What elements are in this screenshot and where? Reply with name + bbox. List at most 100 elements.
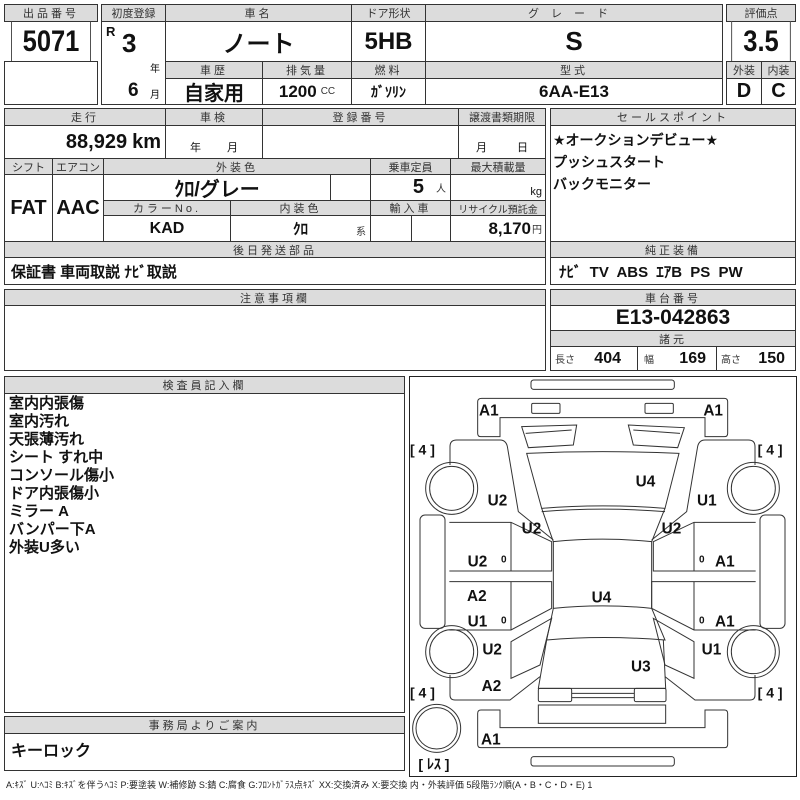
tire-rear-right: [ 4 ] [758, 685, 783, 701]
wheel-front-right [726, 461, 780, 515]
tire-front-right: [ 4 ] [758, 441, 783, 457]
month-unit: 月 [227, 142, 238, 154]
color-no-label: カラーNo. [103, 200, 231, 216]
cc-unit: CC [320, 86, 336, 97]
mileage-label: 走行 [4, 108, 166, 126]
km-unit: km [132, 130, 161, 153]
front-bumper-bar [530, 379, 675, 390]
later-parts: 保証書 車両取説 ﾅﾋﾞ取説 [4, 257, 546, 285]
mark-hood: U4 [636, 474, 656, 491]
rear-window [546, 608, 666, 641]
inspector-note: コンソール傷小 [9, 467, 115, 484]
fuel: ｶﾞｿﾘﾝ [351, 78, 426, 105]
ext-grade-label: 外装 [726, 61, 762, 79]
wheel-rear-right [726, 625, 780, 679]
transfer-label: 譲渡書類期限 [458, 108, 546, 126]
inspector-label: 検査員記入欄 [4, 376, 405, 394]
inspector-note: 天張薄汚れ [9, 431, 85, 448]
grade-label: グレード [425, 4, 723, 22]
import-label: 輸入車 [370, 200, 451, 216]
sales-points: ★オークションデビュー★ プッシュスタート バックモニター [550, 125, 796, 242]
door-rear-right [651, 581, 756, 631]
rear-panel [537, 704, 667, 724]
color-no: KAD [103, 215, 231, 242]
tire-spare: [ ﾚｽ ] [418, 756, 449, 772]
length-value: 404 [594, 349, 621, 367]
notes-label: 注意事項欄 [4, 289, 546, 306]
int-color-label: 内装色 [230, 200, 371, 216]
mileage-value: 88,929 [65, 130, 128, 153]
recycle-value: 8,170 [488, 218, 531, 238]
mark-mirror-right: 0 [699, 554, 705, 565]
reg-year: 3 [122, 28, 137, 58]
reg-no [262, 125, 459, 159]
transfer-date: 月日 [458, 125, 546, 159]
mark-handle-left: 0 [501, 615, 507, 626]
rear-garnish [571, 692, 635, 699]
mark-door-fl: U2 [468, 554, 488, 571]
day-unit: 日 [517, 142, 528, 154]
sales-points-label: セールスポイント [550, 108, 796, 126]
hood-panel [526, 451, 680, 509]
door-label: ドア形状 [351, 4, 426, 22]
mark-door-rl-a: A2 [467, 588, 487, 605]
year-unit: 年 [150, 64, 160, 75]
import-cell-2 [411, 215, 451, 242]
history-label: 車歴 [165, 61, 263, 79]
int-grade: C [761, 78, 796, 105]
office-label: 事務局よりご案内 [4, 716, 405, 734]
mark-quarter-rl: A2 [482, 678, 502, 695]
chassis-number: E13-042863 [550, 305, 796, 331]
inspection-date: 年月 [165, 125, 263, 159]
sill-left [419, 514, 446, 629]
notes [4, 305, 546, 371]
int-grade-label: 内装 [761, 61, 796, 79]
mark-fender-rl: U2 [482, 641, 502, 658]
ext-color: ｸﾛ/グレー [103, 174, 331, 201]
recycle-label: リサイクル預託金 [450, 200, 546, 216]
car-name-label: 車名 [165, 4, 352, 22]
year-unit: 年 [190, 142, 201, 154]
mark-door-rr: A1 [715, 614, 735, 631]
inspector-note: シート すれ中 [9, 449, 104, 466]
windshield [541, 508, 666, 543]
inspector-note: 外装U多い [9, 539, 80, 556]
mark-handle-right: 0 [699, 615, 705, 626]
displacement-label: 排気量 [262, 61, 352, 79]
fender-rear-left [449, 675, 541, 701]
door-type: 5HB [351, 21, 426, 62]
inspector-notes: 室内内張傷 室内汚れ 天張薄汚れ シート すれ中 コンソール傷小 ドア内張傷小 … [4, 393, 405, 713]
fender-rear-right [664, 675, 756, 701]
reg-month: 6 [128, 80, 139, 101]
roof-panel [552, 541, 653, 609]
sales-point: ★オークションデビュー★ [553, 132, 719, 148]
ext-color-blank [330, 174, 371, 201]
sill-right [759, 514, 786, 629]
legend: A:ｷｽﾞ U:ﾍｺﾐ B:ｷｽﾞを伴うﾍｺﾐ P:要塗装 W:補修跡 S:錆 … [6, 780, 593, 790]
lot-blank [4, 61, 98, 105]
mark-roof: U4 [592, 590, 612, 607]
max-load-label: 最大積載量 [450, 158, 546, 175]
later-parts-label: 後日発送部品 [4, 241, 546, 258]
capacity-value: 5 [412, 176, 424, 198]
rear-bumper-bar [530, 756, 675, 767]
inspection-label: 車検 [165, 108, 263, 126]
mark-door-rl-u: U1 [468, 614, 488, 631]
height-label: 高さ [721, 355, 741, 366]
wheel-rear-left [425, 625, 479, 679]
era: R [106, 24, 116, 39]
reg-no-label: 登録番号 [262, 108, 459, 126]
equipment-label: 純正装備 [550, 241, 796, 258]
ext-color-label: 外装色 [103, 158, 371, 175]
inspector-note: バンパー下A [9, 521, 96, 538]
sales-point: プッシュスタート [553, 154, 665, 170]
ac-label: エアコン [52, 158, 104, 175]
door-rear-left [449, 581, 553, 631]
height-value: 150 [758, 349, 785, 367]
office-note: キーロック [4, 733, 405, 771]
mark-fender-fl: U2 [488, 493, 508, 510]
